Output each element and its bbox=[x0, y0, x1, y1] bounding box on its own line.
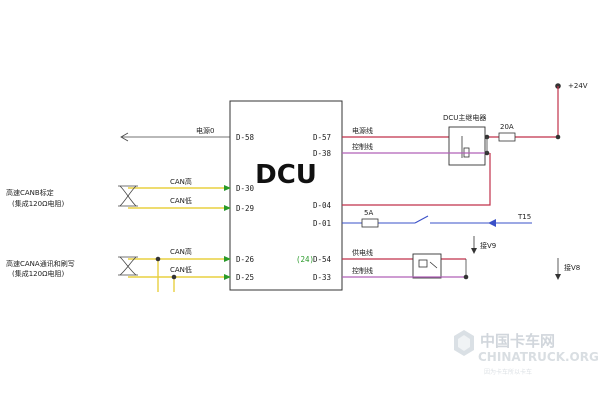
pin-d58: D-58 bbox=[236, 133, 255, 142]
label-control-line-1: 控制线 bbox=[352, 142, 373, 151]
label-power-0: 电源0 bbox=[196, 126, 214, 135]
pin-d26: D-26 bbox=[236, 255, 255, 264]
arrow-canb-low bbox=[224, 205, 231, 211]
pin-d01: D-01 bbox=[313, 219, 331, 228]
pin-d54: D-54 bbox=[313, 255, 332, 264]
label-control-line-2: 控制线 bbox=[352, 266, 373, 275]
fuse-small bbox=[361, 218, 379, 228]
arrow-ground-2 bbox=[555, 274, 561, 280]
label-fuse-small: 5A bbox=[364, 209, 373, 217]
arrow-t15 bbox=[488, 219, 496, 227]
label-cana-low: CAN低 bbox=[170, 265, 192, 274]
label-fuse-main: 20A bbox=[500, 123, 514, 131]
pin-d25: D-25 bbox=[236, 273, 254, 282]
pin-d33: D-33 bbox=[313, 273, 331, 282]
arrow-cana-low bbox=[224, 274, 231, 280]
label-cana-high: CAN高 bbox=[170, 247, 192, 256]
node-d33 bbox=[463, 274, 469, 280]
watermark-en: CHINATRUCK.ORG bbox=[478, 350, 599, 364]
watermark-logo-inner-icon bbox=[458, 335, 470, 351]
note-cana-line2: (集成120Ω电阻) bbox=[12, 269, 64, 278]
watermark-cn: 中国卡车网 bbox=[480, 332, 555, 350]
switch-d01 bbox=[414, 215, 429, 224]
pin-d04: D-04 bbox=[313, 201, 332, 210]
node-cana-low bbox=[171, 274, 177, 280]
relay-heater-coil bbox=[418, 259, 428, 268]
note-cana-line1: 高速CANA通讯和刷写 bbox=[6, 259, 75, 268]
label-power-line: 电源线 bbox=[352, 126, 373, 135]
dcu-box bbox=[229, 100, 343, 291]
label-t15: T15 bbox=[517, 213, 531, 221]
twisted-pair-cana bbox=[118, 256, 138, 276]
relay-main-box bbox=[448, 126, 486, 166]
dcu-title: DCU bbox=[255, 160, 317, 190]
arrow-canb-high bbox=[224, 185, 231, 191]
arrow-ground-1 bbox=[471, 248, 477, 254]
arrow-cana-high bbox=[224, 256, 231, 262]
label-canb-high: CAN高 bbox=[170, 177, 192, 186]
wire-d58-arrow bbox=[120, 132, 129, 142]
label-supply: +24V bbox=[568, 82, 588, 90]
pin-54-mark: (24) bbox=[296, 255, 314, 264]
pin-d57: D-57 bbox=[313, 133, 331, 142]
pin-d38: D-38 bbox=[313, 149, 332, 158]
watermark: 中国卡车网 CHINATRUCK.ORG 因为卡车所以卡车 bbox=[454, 330, 599, 376]
relay-heater-contact bbox=[429, 261, 438, 269]
label-heater-line: 供电线 bbox=[352, 248, 373, 257]
twisted-pair-canb bbox=[118, 185, 138, 207]
pin-d29: D-29 bbox=[236, 204, 254, 213]
note-canb-line2: (集成120Ω电阻) bbox=[12, 199, 64, 208]
label-canb-low: CAN低 bbox=[170, 196, 192, 205]
note-canb-line1: 高速CANB标定 bbox=[6, 188, 54, 197]
label-relay-main: DCU主继电器 bbox=[443, 113, 486, 122]
node-supply bbox=[555, 134, 561, 140]
watermark-slogan: 因为卡车所以卡车 bbox=[484, 368, 532, 376]
node-cana-high bbox=[155, 256, 161, 262]
pin-d30: D-30 bbox=[236, 184, 255, 193]
label-ground-1: 接V9 bbox=[480, 241, 496, 250]
fuse-main bbox=[498, 132, 516, 142]
label-ground-2: 接V8 bbox=[564, 263, 580, 272]
wire-d04 bbox=[342, 153, 491, 206]
